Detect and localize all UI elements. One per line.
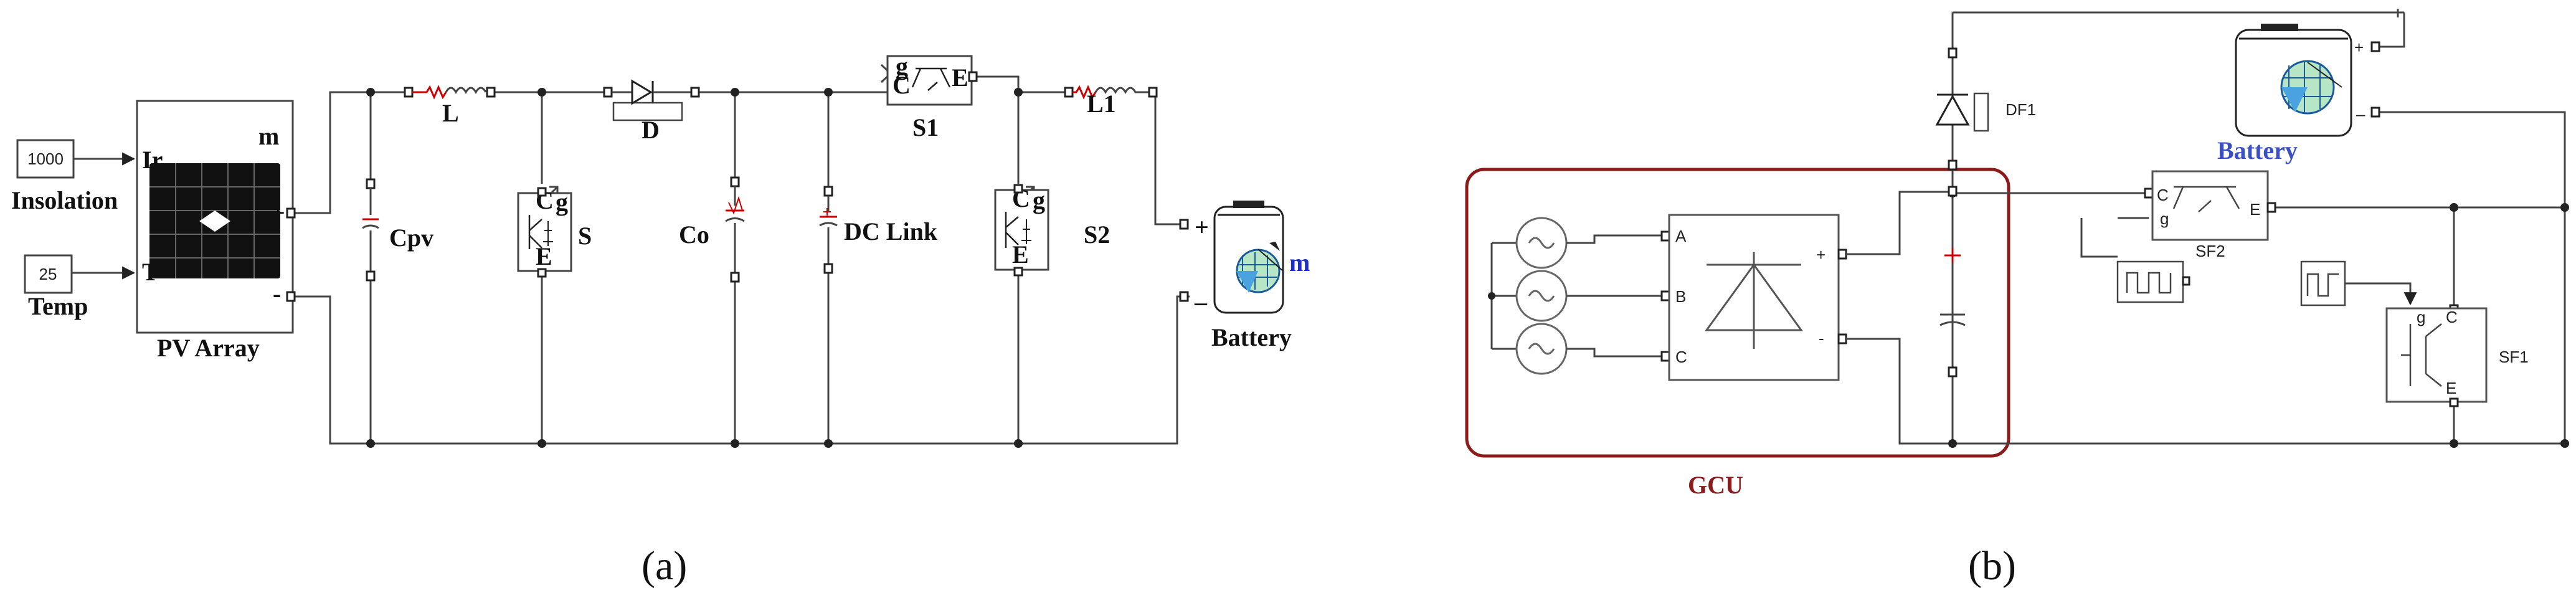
switch-s1-igbt[interactable]: g C E [886,52,978,106]
sf1-pin-c: C [2446,308,2458,326]
sf2-pin-g: g [2160,209,2169,228]
pv-port-minus: - [273,280,281,308]
dc-link-capacitor[interactable] [819,186,838,274]
switch-s1-pin-c: C [893,71,911,99]
battery-a-m: m [1289,249,1310,277]
inductor-l-label: L [442,99,459,127]
rectifier-port-plus: + [1816,245,1825,264]
panel-a-caption: (a) [642,543,687,589]
switch-s2-label: S2 [1084,221,1110,249]
inductor-l[interactable] [404,85,496,100]
pv-array-block[interactable]: Ir T m + - [136,100,294,334]
rectifier-port-a: A [1675,227,1687,245]
inductor-l1-label: L1 [1087,90,1116,118]
pv-port-m: m [258,122,279,150]
three-phase-sources[interactable] [1488,217,1662,375]
rectifier-port-b: B [1675,287,1686,306]
temp-label: Temp [28,292,88,320]
temp-constant-block[interactable] [24,254,73,294]
battery-b-minus: – [2356,105,2365,123]
temp-value: 25 [39,265,57,283]
insolation-value: 1000 [27,150,64,168]
df1-label: DF1 [2005,100,2036,119]
panel-a-junctions [366,88,1023,448]
pulse-generator-sf2[interactable] [2116,260,2190,303]
diode-d[interactable] [603,79,700,121]
battery-a-label: Battery [1211,323,1292,351]
switch-s-pin-g: g [556,188,568,216]
switch-s1-pin-g: g [896,52,908,80]
switch-s1-pin-e: E [952,64,968,92]
sf2-pin-e: E [2250,200,2260,219]
rectifier-block[interactable]: A B C + - [1660,214,1847,381]
co-label: Co [679,221,709,249]
diode-d-label: D [642,116,660,144]
battery-b-plus: + [2354,38,2364,57]
panel-b: GCU A B C + - [1465,9,2569,589]
cpv-capacitor[interactable] [362,178,379,282]
switch-s-label: S [578,222,592,250]
sf2-label: SF2 [2195,242,2225,260]
pulse-generator-sf1[interactable] [2300,260,2346,306]
panel-a: 1000 Insolation 25 Temp Ir T m + - PV Ar… [11,52,1310,589]
gcu-boundary [1465,168,2010,458]
gcu-label: GCU [1688,471,1743,499]
sf1-pin-e: E [2446,379,2456,397]
pv-port-plus: + [271,199,285,227]
switch-s2-pin-e: E [1012,240,1029,268]
switch-s2-pin-g: g [1033,186,1045,214]
battery-a-block[interactable]: + – [1179,201,1284,316]
gcu-dc-capacitor[interactable] [1939,186,1966,377]
switch-s2-igbt[interactable]: C g E [994,184,1049,277]
battery-b-label: Battery [2217,136,2298,164]
battery-b-block[interactable]: + – [2235,24,2380,137]
panel-a-wiring [276,64,1190,445]
sf1-label: SF1 [2499,348,2529,366]
insolation-constant-block[interactable] [16,139,75,179]
switch-sf2-igbt[interactable]: C g E [2144,170,2276,241]
switch-sf1-igbt[interactable]: g C E [2385,304,2488,407]
battery-a-minus: – [1194,288,1208,316]
battery-a-plus: + [1195,213,1209,241]
rectifier-port-minus: - [1819,329,1824,348]
switch-s-igbt[interactable]: C g E [517,186,572,278]
switch-s-pin-e: E [536,242,552,270]
inductor-l1[interactable] [1064,85,1158,100]
pv-array-label: PV Array [157,334,260,362]
dc-link-label: DC Link [844,217,938,245]
switch-s1-label: S1 [912,113,939,141]
insolation-label: Insolation [11,186,118,214]
panel-b-caption: (b) [1968,543,2016,589]
pv-port-ir: Ir [142,146,163,174]
cpv-label: Cpv [389,224,433,252]
diode-df1[interactable] [1935,47,1989,171]
pv-port-t: T [142,258,159,286]
sf2-pin-c: C [2157,186,2169,204]
rectifier-port-c: C [1675,348,1687,366]
co-capacitor[interactable] [725,176,745,283]
sf1-pin-g: g [2417,308,2425,326]
